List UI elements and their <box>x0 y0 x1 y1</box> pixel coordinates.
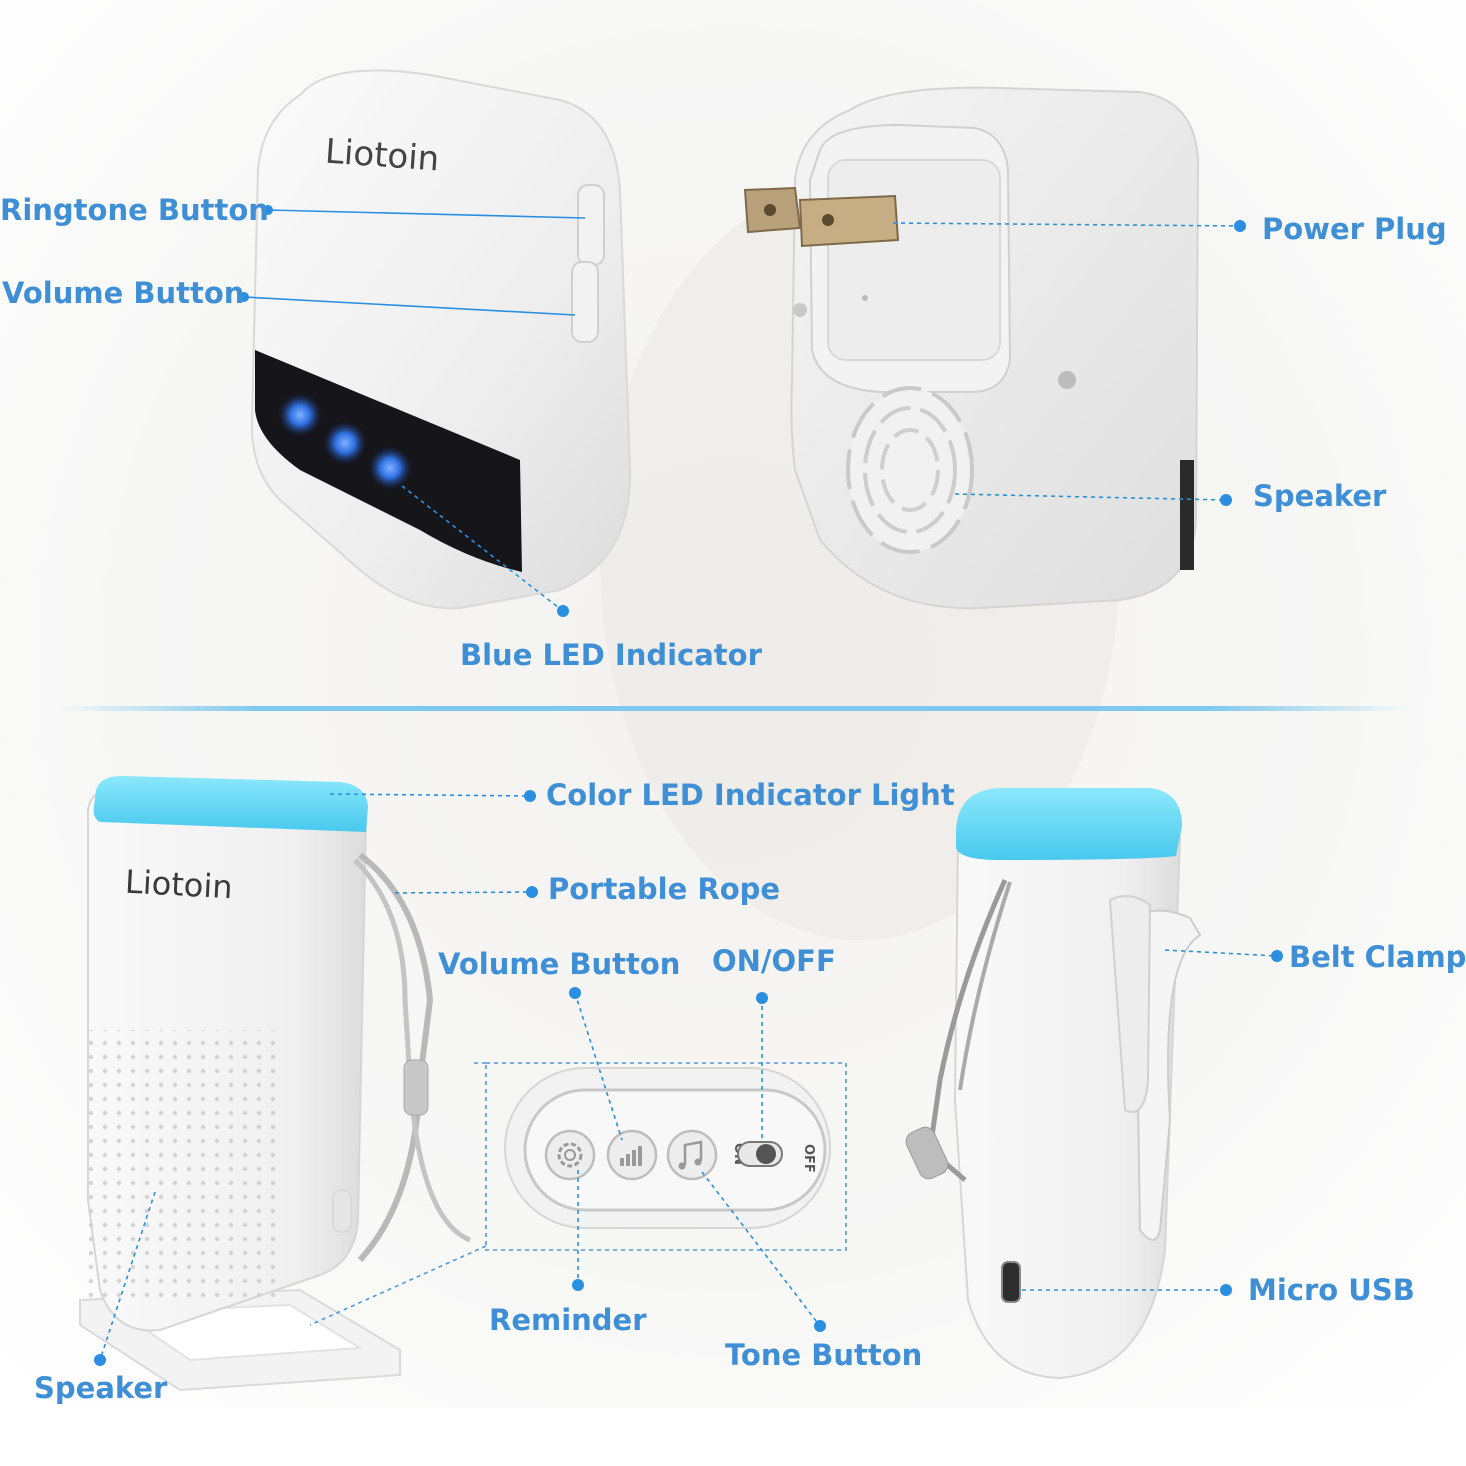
music-note-icon <box>666 1129 718 1181</box>
portable-receiver-side <box>905 788 1202 1380</box>
label-blue-led-indicator: Blue LED Indicator <box>460 638 762 672</box>
label-speaker-top: Speaker <box>1253 479 1387 513</box>
label-micro-usb: Micro USB <box>1248 1273 1415 1307</box>
receiver-led-top <box>93 776 368 832</box>
portable-receiver: Liotoin <box>79 776 472 1392</box>
label-ringtone-button: Ringtone Button <box>0 193 269 227</box>
doorbell-receiver-back <box>743 86 1200 610</box>
section-divider <box>60 706 1410 711</box>
brand-logo-receiver: Liotoin <box>124 863 233 907</box>
led-dot-1 <box>278 393 322 437</box>
label-reminder: Reminder <box>489 1303 647 1337</box>
label-tone-button: Tone Button <box>725 1338 923 1372</box>
label-belt-clamp: Belt Clamp <box>1289 940 1466 974</box>
ringtone-side-button <box>577 184 605 266</box>
doorbell-receiver-front: Liotoin <box>250 69 632 610</box>
speaker-grille-top <box>846 386 974 554</box>
leader-lines <box>99 209 1278 1361</box>
label-volume-button-bottom: Volume Button <box>438 947 681 981</box>
brand-logo-front: Liotoin <box>324 132 441 180</box>
label-volume-button-top: Volume Button <box>2 276 245 310</box>
signal-bars-icon <box>606 1129 658 1181</box>
label-color-led-indicator: Color LED Indicator Light <box>546 778 955 812</box>
label-power-plug: Power Plug <box>1262 212 1447 246</box>
gear-icon <box>544 1129 596 1181</box>
control-panel-closeup: ON OFF <box>309 1062 847 1326</box>
label-speaker-bottom: Speaker <box>34 1371 168 1405</box>
led-dot-2 <box>323 421 367 465</box>
label-portable-rope: Portable Rope <box>548 872 781 906</box>
plug-prongs <box>743 186 900 248</box>
switch-off-label: OFF <box>801 1144 816 1173</box>
led-dot-3 <box>368 446 412 490</box>
volume-side-button <box>571 261 599 343</box>
label-on-off: ON/OFF <box>712 944 836 978</box>
leader-dots <box>94 205 1283 1366</box>
micro-usb-port <box>1001 1261 1021 1303</box>
